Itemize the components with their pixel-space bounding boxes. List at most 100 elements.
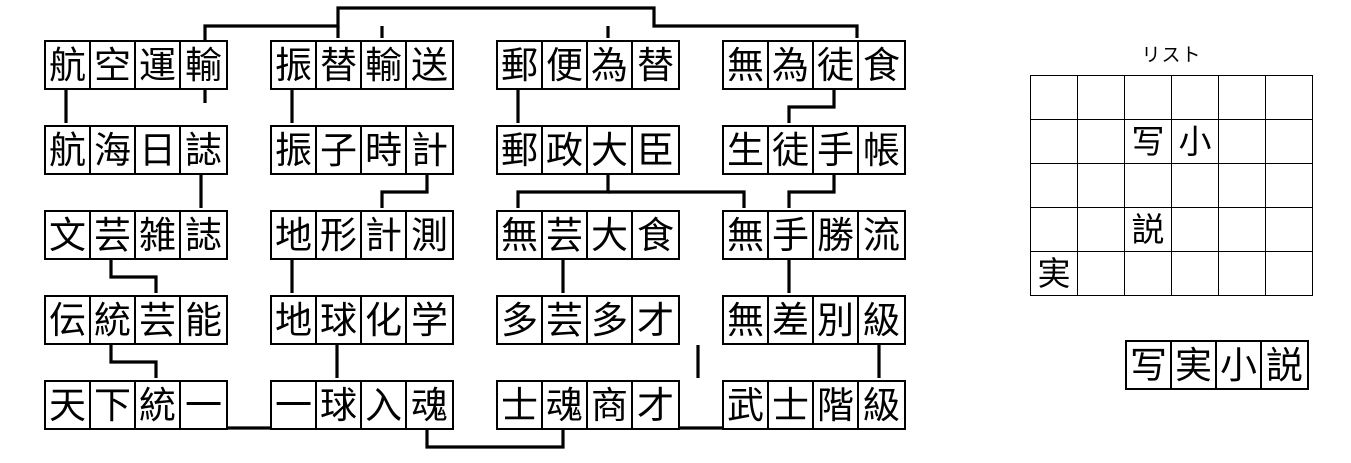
word-box[interactable]: 無差別級: [722, 295, 906, 345]
kanji-cell[interactable]: 計: [362, 212, 407, 258]
kanji-cell[interactable]: 芸: [543, 212, 588, 258]
kanji-cell[interactable]: 入: [362, 382, 407, 428]
kanji-cell[interactable]: 才: [637, 383, 674, 427]
kanji-cell[interactable]: 輸: [362, 42, 407, 88]
list-grid[interactable]: 写小説実: [1030, 75, 1313, 296]
answer-word-box[interactable]: 写実小説: [1125, 340, 1309, 390]
word-box[interactable]: 地形計測: [270, 210, 454, 260]
kanji-cell[interactable]: 勝: [814, 212, 859, 258]
kanji-cell[interactable]: 誌: [185, 213, 222, 257]
kanji-cell[interactable]: 為: [769, 42, 814, 88]
kanji-cell[interactable]: 学: [411, 298, 448, 342]
kanji-cell[interactable]: 才: [637, 298, 674, 342]
kanji-cell[interactable]: 球: [317, 382, 362, 428]
kanji-cell[interactable]: 士: [498, 382, 543, 428]
list-grid-cell[interactable]: [1030, 119, 1078, 164]
kanji-cell[interactable]: 航: [46, 42, 91, 88]
kanji-cell[interactable]: 測: [411, 213, 448, 257]
list-grid-cell[interactable]: [1265, 75, 1313, 120]
list-grid-cell[interactable]: [1077, 163, 1125, 208]
list-grid-cell[interactable]: [1077, 207, 1125, 252]
word-box[interactable]: 無手勝流: [722, 210, 906, 260]
list-grid-cell[interactable]: [1077, 119, 1125, 164]
kanji-cell[interactable]: 無: [498, 212, 543, 258]
list-grid-cell[interactable]: [1077, 251, 1125, 296]
kanji-cell[interactable]: 郵: [498, 127, 543, 173]
kanji-cell[interactable]: 時: [362, 127, 407, 173]
kanji-cell[interactable]: 輸: [185, 43, 222, 87]
word-box[interactable]: 一球入魂: [270, 380, 454, 430]
word-box[interactable]: 無為徒食: [722, 40, 906, 90]
word-box[interactable]: 多芸多才: [496, 295, 680, 345]
kanji-cell[interactable]: 魂: [543, 382, 588, 428]
answer-kanji-cell[interactable]: 写: [1127, 342, 1172, 388]
kanji-cell[interactable]: 大: [588, 212, 633, 258]
kanji-cell[interactable]: 徒: [769, 127, 814, 173]
kanji-cell[interactable]: 為: [588, 42, 633, 88]
list-grid-cell[interactable]: [1265, 251, 1313, 296]
kanji-cell[interactable]: 文: [46, 212, 91, 258]
kanji-cell[interactable]: 級: [863, 383, 900, 427]
kanji-cell[interactable]: 地: [272, 212, 317, 258]
word-box[interactable]: 航海日誌: [44, 125, 228, 175]
list-grid-cell[interactable]: [1218, 163, 1266, 208]
kanji-cell[interactable]: 替: [317, 42, 362, 88]
list-grid-cell[interactable]: [1171, 207, 1219, 252]
kanji-cell[interactable]: 差: [769, 297, 814, 343]
word-box[interactable]: 武士階級: [722, 380, 906, 430]
kanji-cell[interactable]: 政: [543, 127, 588, 173]
kanji-cell[interactable]: 大: [588, 127, 633, 173]
kanji-cell[interactable]: 帳: [863, 128, 900, 172]
kanji-cell[interactable]: 多: [498, 297, 543, 343]
kanji-cell[interactable]: 士: [769, 382, 814, 428]
kanji-cell[interactable]: 生: [724, 127, 769, 173]
list-grid-cell[interactable]: [1218, 119, 1266, 164]
kanji-cell[interactable]: 郵: [498, 42, 543, 88]
kanji-cell[interactable]: 伝: [46, 297, 91, 343]
kanji-cell[interactable]: 無: [724, 212, 769, 258]
kanji-cell[interactable]: 芸: [543, 297, 588, 343]
kanji-cell[interactable]: 一: [272, 382, 317, 428]
list-grid-cell[interactable]: [1077, 75, 1125, 120]
list-grid-cell[interactable]: [1171, 163, 1219, 208]
kanji-cell[interactable]: 海: [91, 127, 136, 173]
kanji-cell[interactable]: 一: [185, 383, 222, 427]
list-grid-cell[interactable]: [1218, 207, 1266, 252]
kanji-cell[interactable]: 魂: [411, 383, 448, 427]
kanji-cell[interactable]: 食: [637, 213, 674, 257]
word-box[interactable]: 士魂商才: [496, 380, 680, 430]
kanji-cell[interactable]: 地: [272, 297, 317, 343]
word-box[interactable]: 文芸雑誌: [44, 210, 228, 260]
kanji-cell[interactable]: 振: [272, 42, 317, 88]
kanji-cell[interactable]: 食: [863, 43, 900, 87]
answer-kanji-cell[interactable]: 小: [1217, 342, 1262, 388]
kanji-cell[interactable]: 形: [317, 212, 362, 258]
list-grid-cell[interactable]: 写: [1124, 119, 1172, 164]
kanji-cell[interactable]: 化: [362, 297, 407, 343]
kanji-cell[interactable]: 航: [46, 127, 91, 173]
word-box[interactable]: 天下統一: [44, 380, 228, 430]
word-box[interactable]: 航空運輸: [44, 40, 228, 90]
list-grid-cell[interactable]: [1171, 75, 1219, 120]
list-grid-cell[interactable]: [1265, 119, 1313, 164]
kanji-cell[interactable]: 下: [91, 382, 136, 428]
kanji-cell[interactable]: 芸: [91, 212, 136, 258]
list-grid-cell[interactable]: [1218, 251, 1266, 296]
kanji-cell[interactable]: 商: [588, 382, 633, 428]
kanji-cell[interactable]: 誌: [185, 128, 222, 172]
kanji-cell[interactable]: 級: [863, 298, 900, 342]
kanji-cell[interactable]: 統: [136, 382, 181, 428]
list-grid-cell[interactable]: [1030, 163, 1078, 208]
kanji-cell[interactable]: 子: [317, 127, 362, 173]
list-grid-cell[interactable]: [1218, 75, 1266, 120]
kanji-cell[interactable]: 計: [411, 128, 448, 172]
kanji-cell[interactable]: 送: [411, 43, 448, 87]
kanji-cell[interactable]: 多: [588, 297, 633, 343]
answer-kanji-cell[interactable]: 説: [1266, 343, 1303, 387]
kanji-cell[interactable]: 能: [185, 298, 222, 342]
kanji-cell[interactable]: 空: [91, 42, 136, 88]
word-box[interactable]: 無芸大食: [496, 210, 680, 260]
kanji-cell[interactable]: 臣: [637, 128, 674, 172]
kanji-cell[interactable]: 振: [272, 127, 317, 173]
kanji-cell[interactable]: 天: [46, 382, 91, 428]
